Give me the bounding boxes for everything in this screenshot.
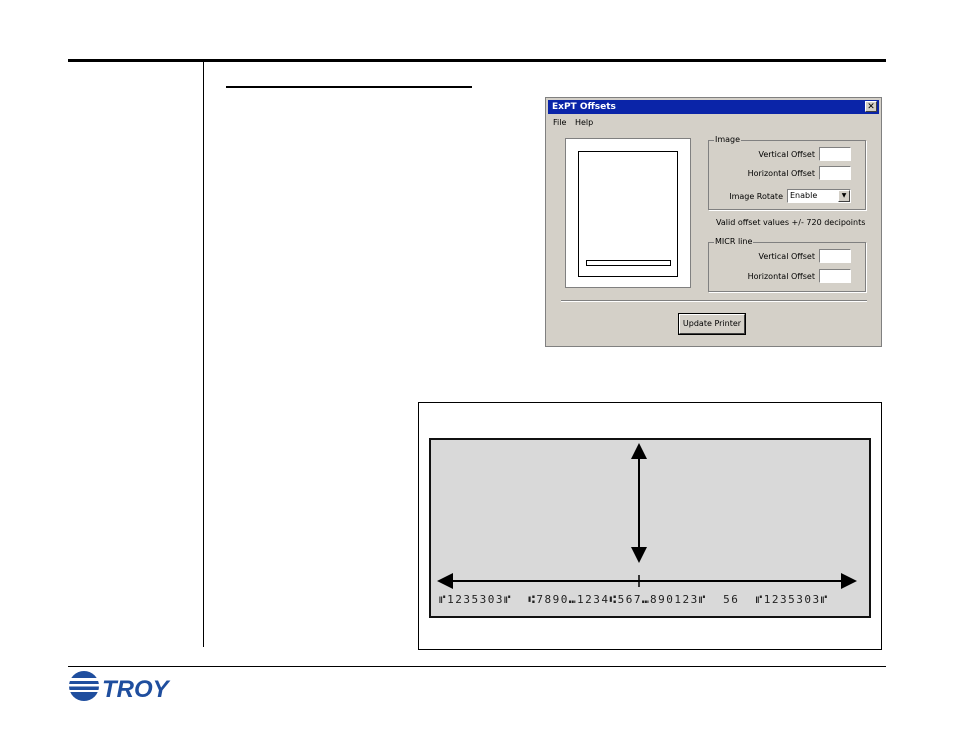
image-vertical-offset-label: Vertical Offset <box>758 150 815 159</box>
image-group: Image Vertical Offset Horizontal Offset … <box>708 140 866 210</box>
preview-page <box>578 151 678 277</box>
menu-file[interactable]: File <box>553 118 566 127</box>
page-preview <box>565 138 691 288</box>
image-horizontal-offset-input[interactable] <box>819 166 851 180</box>
update-printer-button[interactable]: Update Printer <box>679 314 745 334</box>
preview-micr-band <box>586 260 671 266</box>
micr-line-text: ⑈1235303⑈ ⑆7890⑉1234⑆567⑉890123⑈ 56 ⑈123… <box>439 593 869 606</box>
image-group-label: Image <box>714 135 741 144</box>
image-vertical-offset-input[interactable] <box>819 147 851 161</box>
micr-vertical-offset-label: Vertical Offset <box>758 252 815 261</box>
micr-group-label: MICR line <box>714 237 753 246</box>
micr-horizontal-offset-label: Horizontal Offset <box>748 272 815 281</box>
close-button[interactable]: ✕ <box>865 101 877 112</box>
header-rule <box>68 59 886 62</box>
dialog-separator <box>561 300 867 301</box>
menu-help[interactable]: Help <box>575 118 593 127</box>
image-rotate-label: Image Rotate <box>729 192 783 201</box>
troy-logo-text: TROY <box>102 676 171 703</box>
dialog-titlebar: ExPT Offsets ✕ <box>548 100 879 114</box>
section-heading-underline <box>226 86 472 88</box>
margin-rule <box>203 61 204 647</box>
offset-arrows <box>419 403 883 651</box>
micr-offset-figure: ⑈1235303⑈ ⑆7890⑉1234⑆567⑉890123⑈ 56 ⑈123… <box>418 402 882 650</box>
troy-logo-graphic: TROY <box>68 669 178 707</box>
chevron-down-icon[interactable]: ▼ <box>838 190 850 202</box>
dialog-title: ExPT Offsets <box>552 102 616 112</box>
image-horizontal-offset-label: Horizontal Offset <box>748 169 815 178</box>
expt-offsets-dialog: ExPT Offsets ✕ File Help Image Vertical … <box>545 97 882 347</box>
close-icon: ✕ <box>867 102 875 112</box>
valid-values-note: Valid offset values +/- 720 decipoints <box>716 218 865 227</box>
image-rotate-select[interactable]: Enable ▼ <box>787 189 851 203</box>
troy-logo: TROY <box>68 669 178 712</box>
image-rotate-value: Enable <box>790 191 817 200</box>
micr-vertical-offset-input[interactable] <box>819 249 851 263</box>
footer-rule <box>68 666 886 667</box>
micr-horizontal-offset-input[interactable] <box>819 269 851 283</box>
micr-line-group: MICR line Vertical Offset Horizontal Off… <box>708 242 866 292</box>
menu-bar: File Help <box>553 118 599 127</box>
